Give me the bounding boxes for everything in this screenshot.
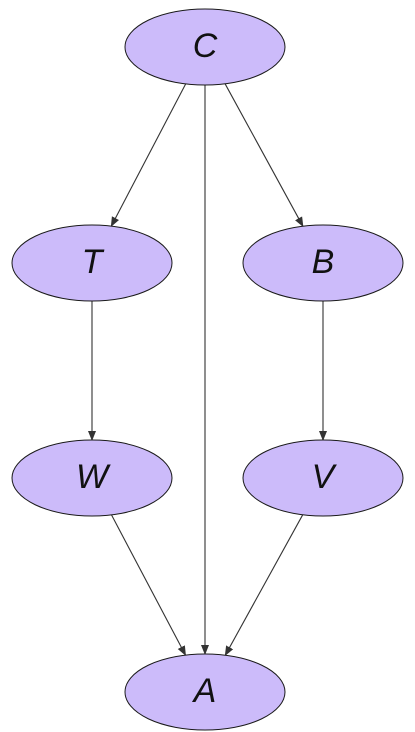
node-label: V [312,458,338,496]
node-a: A [124,653,286,731]
node-w: W [11,439,173,517]
node-shape [11,439,173,517]
node-c: C [124,8,286,86]
node-shape [11,224,173,302]
node-shape [124,653,286,731]
node-label: B [312,243,335,281]
node-v: V [242,439,404,517]
edge-w-to-a [111,514,186,656]
edge-c-to-b [224,83,304,228]
node-label: A [192,672,217,710]
node-t: T [11,224,173,302]
edge-v-to-a [224,514,304,657]
edge-line [224,514,304,657]
nodes-layer: C T B W V A [11,8,404,731]
edge-c-to-t [110,83,187,227]
node-shape [124,8,286,86]
node-label: T [82,243,105,281]
edge-line [111,514,186,656]
edges-layer [88,83,327,657]
node-shape [242,439,404,517]
node-shape [242,224,404,302]
node-label: W [76,458,111,496]
edge-line [110,83,187,227]
node-b: B [242,224,404,302]
node-label: C [193,27,218,65]
edge-line [224,83,304,228]
